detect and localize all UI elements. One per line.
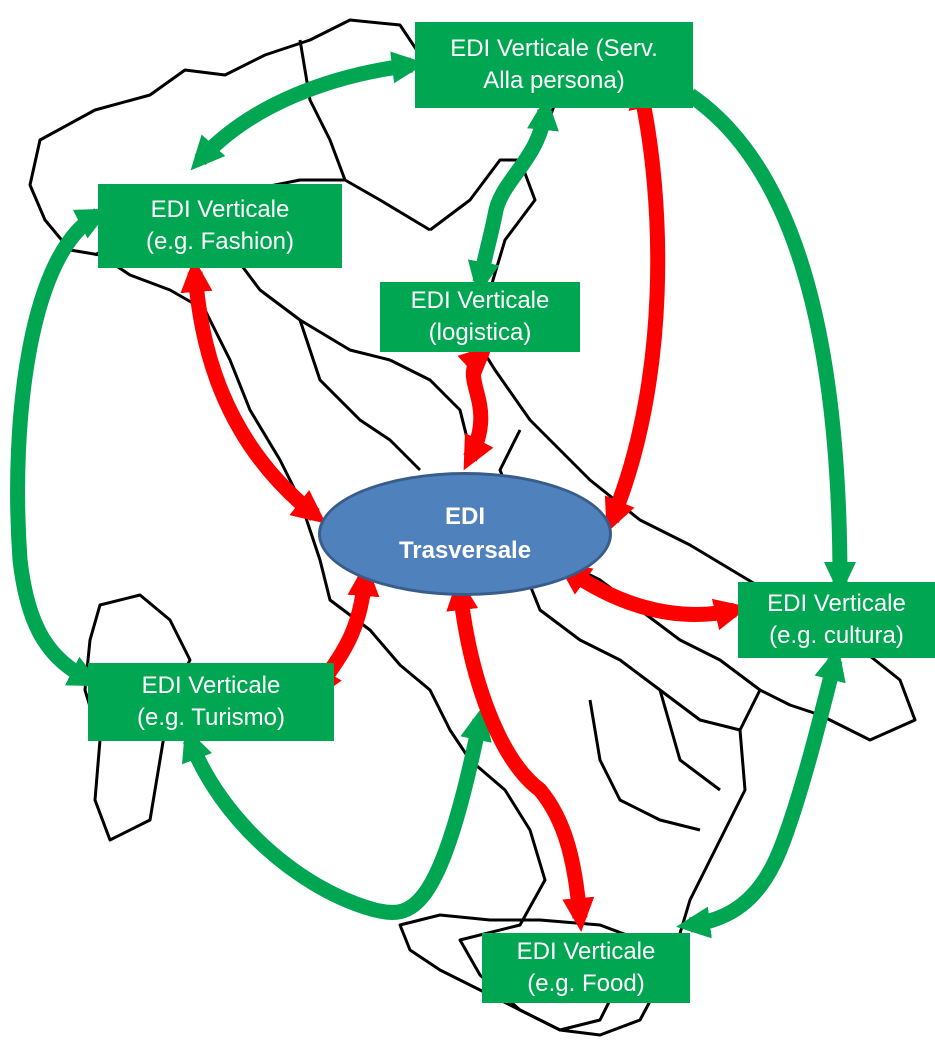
edi-trasversale-hub: EDI Trasversale: [318, 472, 612, 596]
node-food: EDI Verticale (e.g. Food): [482, 933, 690, 1003]
node-logistica-line2: (logistica): [428, 319, 532, 346]
node-turismo-line1: EDI Verticale: [141, 672, 281, 699]
node-food-line1: EDI Verticale: [516, 938, 656, 965]
green-arrows: [10, 51, 856, 939]
node-fashion: EDI Verticale (e.g. Fashion): [98, 184, 342, 268]
region-border: [518, 559, 741, 732]
arrow-logistica-hub: [457, 344, 494, 471]
node-turismo: EDI Verticale (e.g. Turismo): [88, 663, 334, 741]
arrow-food-hub: [446, 576, 595, 932]
node-servizi-line2: Alla persona): [483, 67, 625, 94]
node-turismo-line2: (e.g. Turismo): [136, 704, 286, 731]
node-fashion-line1: EDI Verticale: [150, 196, 290, 223]
arrow-servizi-hub: [604, 74, 666, 533]
node-cultura: EDI Verticale (e.g. cultura): [738, 582, 935, 658]
region-border: [658, 689, 721, 792]
region-border: [389, 358, 472, 451]
region-border: [588, 699, 701, 832]
node-cultura-line2: (e.g. cultura): [769, 622, 904, 649]
node-food-line2: (e.g. Food): [527, 970, 645, 997]
hub-label-line2: Trasversale: [398, 537, 532, 564]
arrow-fashion-hub: [180, 258, 326, 524]
hub-label-line1: EDI: [444, 503, 485, 530]
arrow-servizi-fashion: [190, 51, 426, 171]
arrow-servizi-cultura: [685, 88, 856, 596]
arrow-servizi-logistica: [467, 96, 559, 296]
sardinia-outline: [83, 593, 192, 842]
node-logistica: EDI Verticale (logistica): [380, 282, 580, 352]
node-fashion-line2: (e.g. Fashion): [145, 228, 295, 255]
arrow-fashion-turismo: [10, 208, 111, 687]
arrow-cultura-food: [676, 646, 846, 939]
node-cultura-line1: EDI Verticale: [767, 590, 906, 617]
node-logistica-line1: EDI Verticale: [410, 287, 550, 314]
red-arrows: [180, 74, 749, 932]
arrow-turismo-food: [182, 706, 492, 920]
node-servizi-line1: EDI Verticale (Serv.: [450, 35, 658, 62]
node-servizi: EDI Verticale (Serv. Alla persona): [415, 22, 693, 108]
